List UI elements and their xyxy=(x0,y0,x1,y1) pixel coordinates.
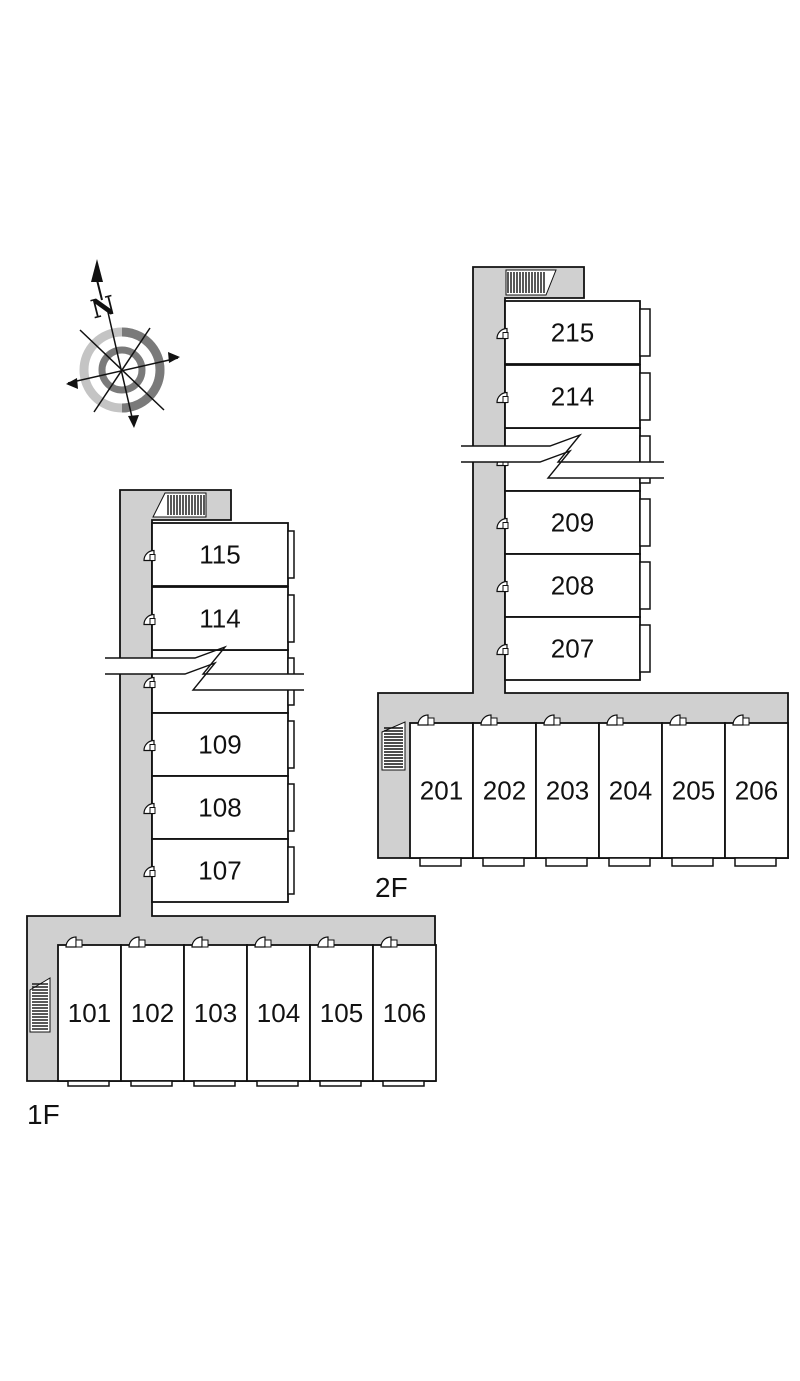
corridor xyxy=(26,489,436,1082)
west-arrow-icon xyxy=(66,378,78,389)
door-icon xyxy=(669,714,687,726)
door-icon xyxy=(65,936,83,948)
unit-209: 209 xyxy=(496,490,651,555)
unit-number: 205 xyxy=(672,776,715,806)
unit-202: 202 xyxy=(472,714,537,867)
unit-104: 104 xyxy=(246,936,311,1087)
door-icon xyxy=(143,802,156,815)
unit-204: 204 xyxy=(598,714,663,867)
door-icon xyxy=(254,936,272,948)
unit-number: 203 xyxy=(546,776,589,806)
unit-114: 114 xyxy=(143,586,295,651)
unit-103: 103 xyxy=(183,936,248,1087)
unit-number: 214 xyxy=(551,382,594,412)
unit-number: 201 xyxy=(420,776,463,806)
door-icon xyxy=(143,739,156,752)
door-icon xyxy=(606,714,624,726)
unit-201: 201 xyxy=(409,714,474,867)
door-icon xyxy=(480,714,498,726)
east-arrow-icon xyxy=(168,352,180,363)
door-icon xyxy=(417,714,435,726)
door-icon xyxy=(143,549,156,562)
door-icon xyxy=(317,936,335,948)
unit-214: 214 xyxy=(496,364,651,429)
unit-number: 105 xyxy=(320,998,363,1028)
door-icon xyxy=(732,714,750,726)
break-line xyxy=(105,645,304,691)
unit-number: 104 xyxy=(257,998,300,1028)
unit-106: 106 xyxy=(372,936,437,1087)
unit-number: 106 xyxy=(383,998,426,1028)
south-arrow-icon xyxy=(128,415,139,428)
floor-label: 1F xyxy=(27,1099,60,1130)
unit-number: 208 xyxy=(551,571,594,601)
unit-number: 109 xyxy=(198,730,241,760)
unit-101: 101 xyxy=(57,936,122,1087)
door-icon xyxy=(143,676,156,689)
north-label: N xyxy=(88,291,118,326)
corridor xyxy=(377,266,789,859)
unit-108: 108 xyxy=(143,775,295,840)
unit-203: 203 xyxy=(535,714,600,867)
floor-label: 2F xyxy=(375,872,408,903)
unit-215: 215 xyxy=(496,300,651,365)
unit-number: 207 xyxy=(551,634,594,664)
unit-109: 109 xyxy=(143,712,295,777)
compass-lines xyxy=(67,307,179,427)
stairs-icon xyxy=(152,492,207,518)
unit-102: 102 xyxy=(120,936,185,1087)
north-arrow-icon xyxy=(91,259,103,282)
unit-208: 208 xyxy=(496,553,651,618)
door-icon xyxy=(496,517,509,530)
unit-number: 206 xyxy=(735,776,778,806)
unit-number: 107 xyxy=(198,856,241,886)
unit-number: 204 xyxy=(609,776,652,806)
door-icon xyxy=(128,936,146,948)
unit-207: 207 xyxy=(496,616,651,681)
door-icon xyxy=(143,613,156,626)
unit-number: 114 xyxy=(199,604,240,634)
stairs-icon xyxy=(29,977,51,1033)
unit-number: 115 xyxy=(199,540,240,570)
door-icon xyxy=(496,643,509,656)
unit-115: 115 xyxy=(143,522,295,587)
unit-206: 206 xyxy=(724,714,789,867)
door-icon xyxy=(496,327,509,340)
unit-number: 209 xyxy=(551,508,594,538)
compass-rose: N xyxy=(66,259,180,428)
door-icon xyxy=(496,580,509,593)
floor-2-plan: 215 214 209 208 207 201 202 203 204 205 206 2F xyxy=(375,266,789,903)
door-icon xyxy=(143,865,156,878)
stairs-icon xyxy=(381,721,406,771)
door-icon xyxy=(496,391,509,404)
compass-inner-ring xyxy=(98,346,146,394)
stairs-icon xyxy=(505,269,557,296)
door-icon xyxy=(380,936,398,948)
unit-number: 103 xyxy=(194,998,237,1028)
unit-107: 107 xyxy=(143,838,295,903)
unit-number: 102 xyxy=(131,998,174,1028)
unit-number: 108 xyxy=(198,793,241,823)
unit-number: 101 xyxy=(68,998,111,1028)
door-icon xyxy=(191,936,209,948)
break-line xyxy=(461,433,664,479)
unit-number: 215 xyxy=(551,318,594,348)
door-icon xyxy=(543,714,561,726)
compass-outer-ring-dark xyxy=(121,327,165,413)
unit-105: 105 xyxy=(309,936,374,1087)
unit-205: 205 xyxy=(661,714,726,867)
floor-1-plan: 115 114 109 108 107 101 102 103 104 105 106 1F xyxy=(26,489,437,1130)
unit-number: 202 xyxy=(483,776,526,806)
